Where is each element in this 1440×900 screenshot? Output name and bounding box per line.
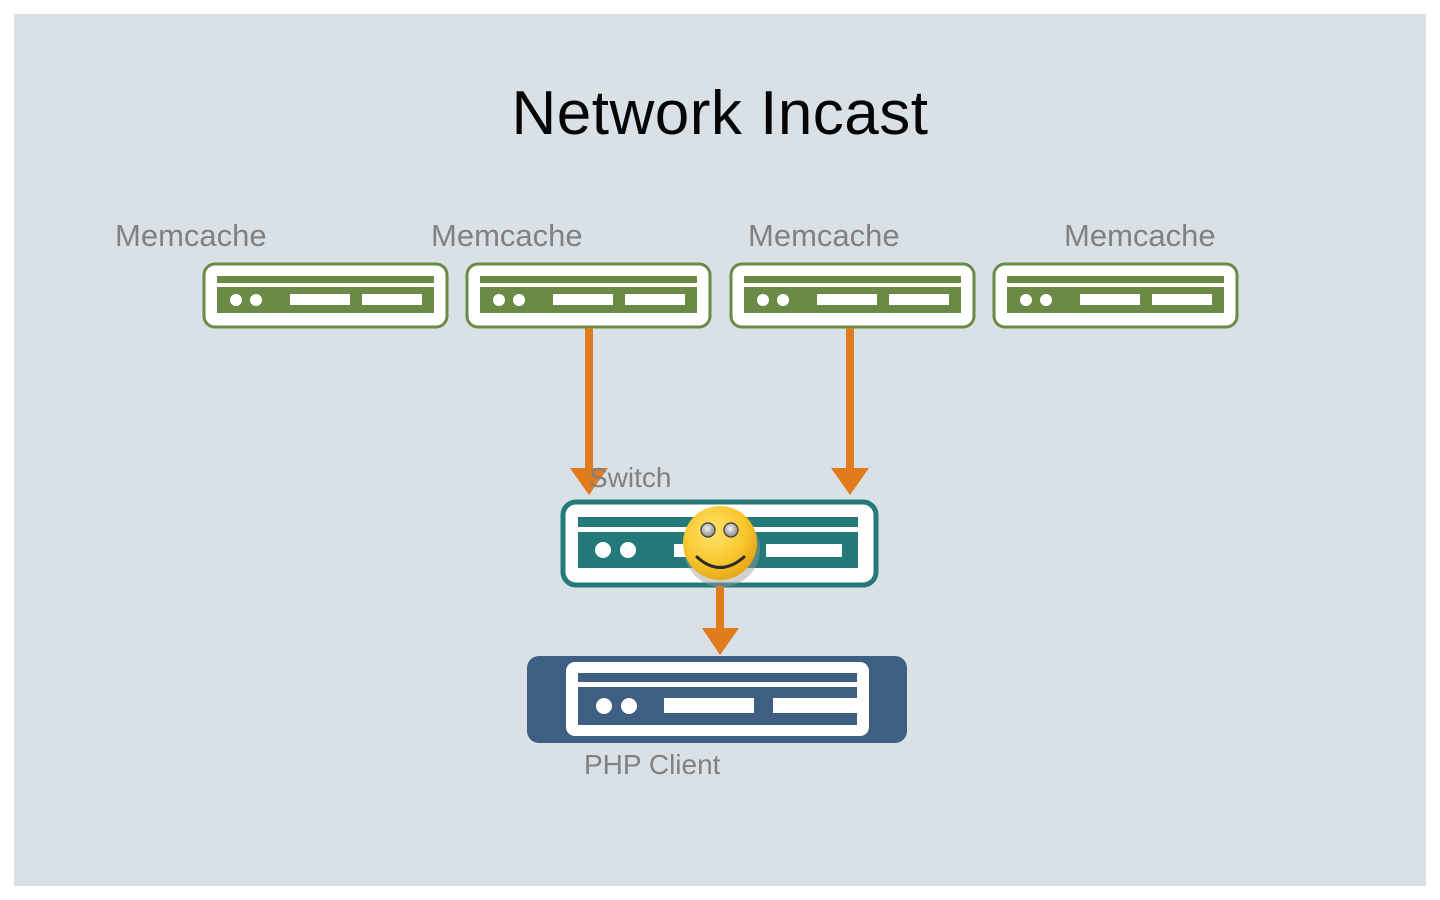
memcache-server-3 [729,262,976,329]
switch-label: Switch [589,462,672,493]
memcache-label-4: Memcache [1064,218,1216,253]
php-client-device [527,656,907,743]
memcache-server-2 [465,262,712,329]
smiley-face-icon [683,506,760,587]
memcache-label-1: Memcache [115,218,267,253]
arrow-memcache-2-to-switch [570,328,608,495]
memcache-label-3: Memcache [748,218,900,253]
arrow-switch-to-client [702,586,739,655]
memcache-server-1 [202,262,449,329]
php-client-label: PHP Client [584,749,721,780]
memcache-server-4 [992,262,1239,329]
slide-title: Network Incast [511,79,929,148]
memcache-label-2: Memcache [431,218,583,253]
arrow-memcache-3-to-switch [831,328,869,495]
